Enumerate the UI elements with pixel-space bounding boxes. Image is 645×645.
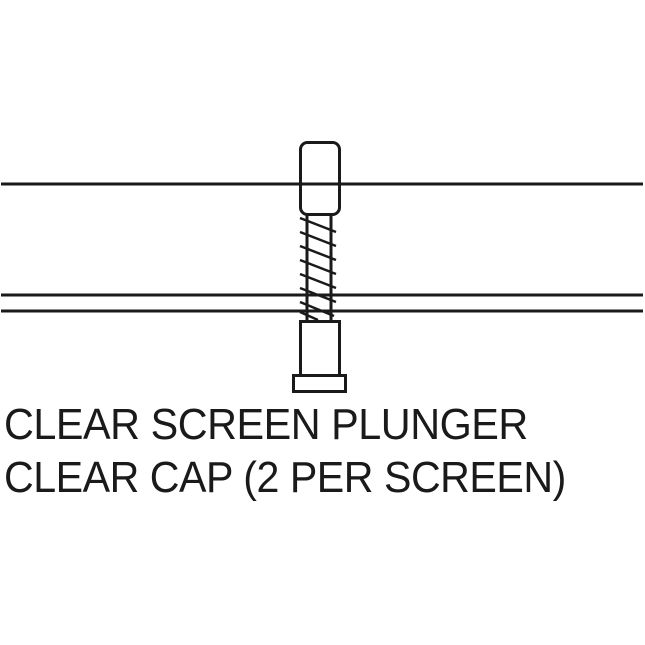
plunger-shaft	[305, 214, 333, 321]
plunger-body	[299, 320, 341, 377]
label-screen-plunger: CLEAR SCREEN PLUNGER	[4, 400, 528, 449]
label-clear-cap: CLEAR CAP (2 PER SCREEN)	[4, 453, 566, 502]
clear-cap	[292, 374, 347, 393]
plunger-knob	[299, 141, 341, 216]
spring-coil	[299, 216, 337, 322]
